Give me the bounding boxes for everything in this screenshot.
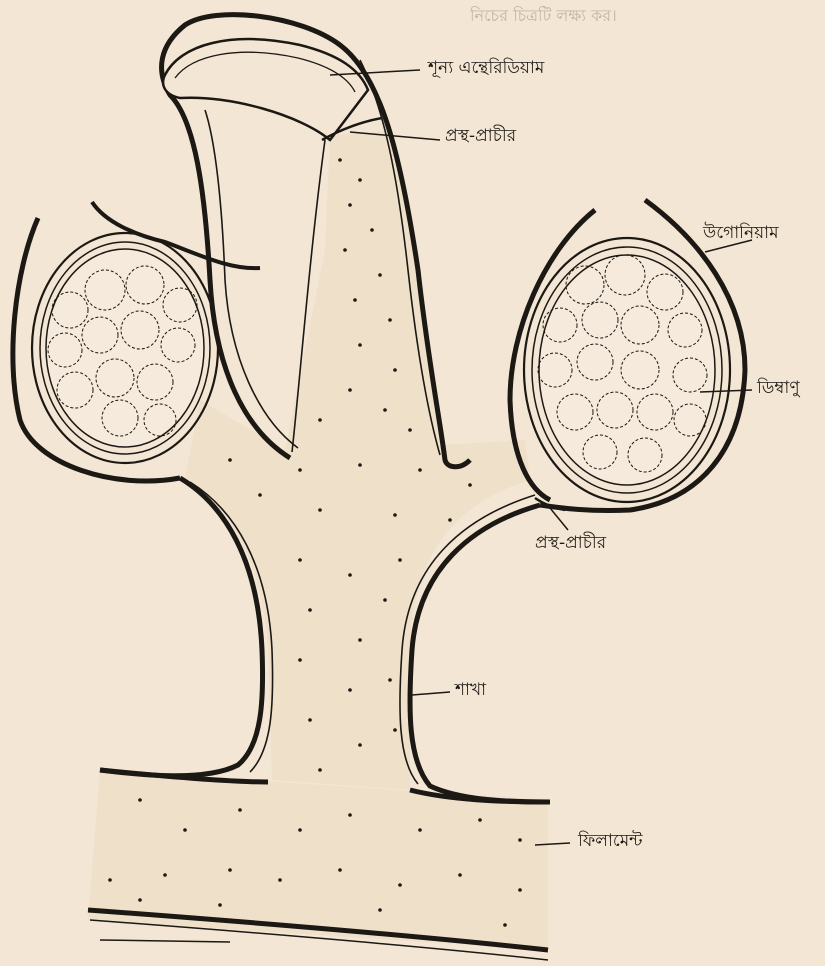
branch (100, 130, 550, 802)
empty-antheridium-cell (163, 39, 368, 140)
left-oogonium-wall-3 (46, 249, 204, 447)
leader-branch (412, 692, 450, 695)
label-oogonium: উগোনিয়াম (703, 225, 779, 242)
right-oogonium (510, 200, 745, 511)
label-septum-top: প্রস্থ-প্রাচীর (445, 128, 516, 145)
right-oogonium-wall-3 (539, 255, 715, 485)
label-filament: ফিলামেন্ট (578, 833, 643, 850)
label-septum-bottom: প্রস্থ-প্রাচীর (535, 535, 606, 552)
leader-septum-bottom (550, 508, 568, 530)
label-oosphere: ডিম্বাণু (757, 380, 800, 397)
hook-inner-wall-left (205, 110, 298, 448)
label-empty-antheridium: শূন্য এন্থেরিডিয়াম (428, 60, 544, 77)
label-branch: শাখা (455, 682, 486, 699)
filament-base-line (100, 940, 230, 942)
